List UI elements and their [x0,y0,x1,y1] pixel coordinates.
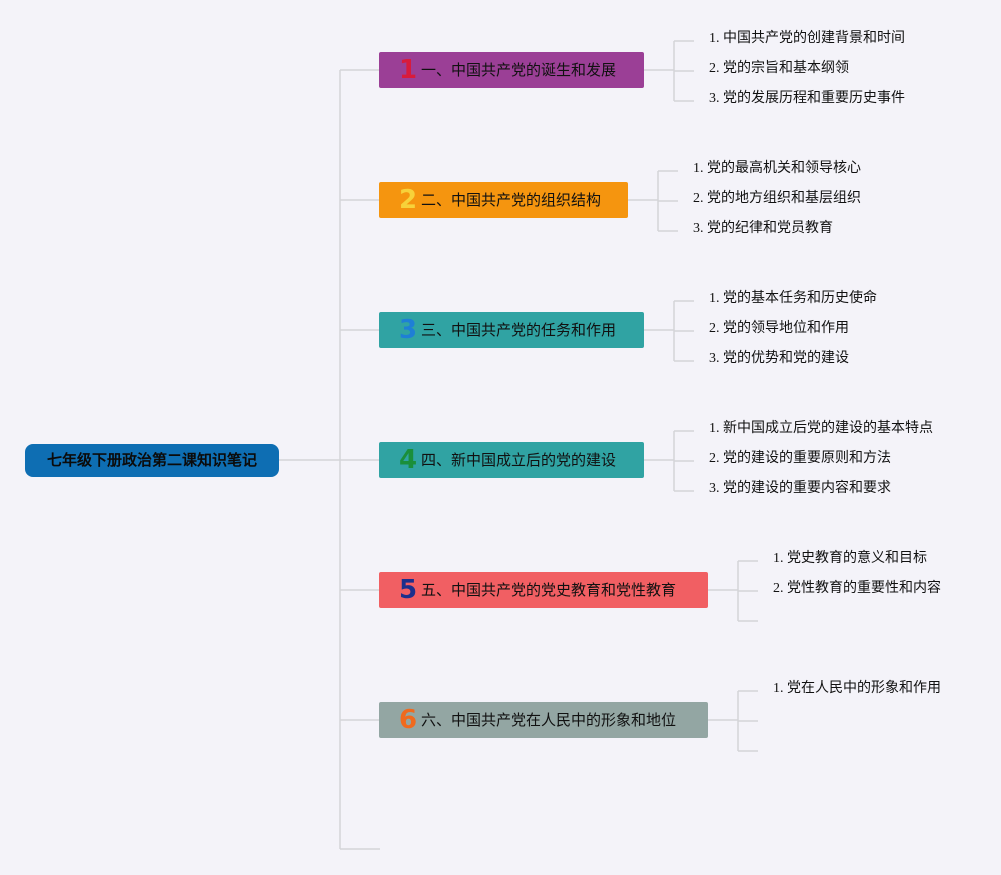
leaf-item[interactable]: 2. 党的建设的重要原则和方法 [709,451,891,466]
branch-label: 一、中国共产党的诞生和发展 [421,61,617,79]
leaf-item[interactable]: 2. 党的地方组织和基层组织 [693,191,861,206]
branch-label: 五、中国共产党的党史教育和党性教育 [421,581,677,599]
leaf-item[interactable]: 3. 党的纪律和党员教育 [693,221,833,236]
leaf-item[interactable]: 3. 党的优势和党的建设 [709,351,849,366]
leaf-item[interactable]: 2. 党的宗旨和基本纲领 [709,61,849,76]
branch-label: 六、中国共产党在人民中的形象和地位 [421,711,677,729]
leaf-item[interactable]: 2. 党性教育的重要性和内容 [773,581,941,596]
branch-number: 1 [398,55,418,85]
leaf-item[interactable]: 3. 党的发展历程和重要历史事件 [709,91,905,106]
leaf-item[interactable]: 1. 中国共产党的创建背景和时间 [709,31,905,46]
branch-label: 四、新中国成立后的党的建设 [421,451,617,469]
leaf-item[interactable]: 1. 党在人民中的形象和作用 [773,681,941,696]
leaf-item[interactable]: 1. 党的最高机关和领导核心 [693,161,861,176]
branch-number: 4 [398,445,418,475]
branch-label: 三、中国共产党的任务和作用 [421,321,617,339]
leaf-item[interactable]: 3. 党的建设的重要内容和要求 [709,481,891,496]
root-node[interactable]: 七年级下册政治第二课知识笔记 [25,444,279,477]
branch-number: 5 [398,575,418,605]
branch-label: 二、中国共产党的组织结构 [421,191,602,209]
root-label: 七年级下册政治第二课知识笔记 [46,451,257,469]
branch-number: 3 [398,315,418,345]
leaf-item[interactable]: 1. 新中国成立后党的建设的基本特点 [709,421,933,436]
branch-number: 2 [398,185,418,215]
leaf-item[interactable]: 1. 党的基本任务和历史使命 [709,291,877,306]
leaf-item[interactable]: 1. 党史教育的意义和目标 [773,551,927,566]
branch-number: 6 [398,705,418,735]
leaf-item[interactable]: 2. 党的领导地位和作用 [709,321,849,336]
